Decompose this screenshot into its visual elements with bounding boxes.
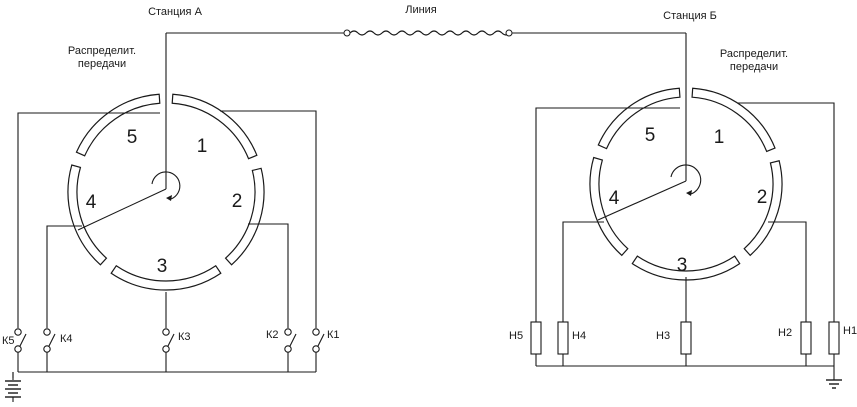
station-a-segment-2: 2 <box>232 191 243 212</box>
receiver-label-h5: Н5 <box>509 330 523 342</box>
line-terminal-right <box>505 29 513 37</box>
station-b-segment-1: 1 <box>714 127 725 148</box>
station-b-contact-1 <box>691 87 776 153</box>
station-b-distributor-label-line2: передачи <box>730 61 778 73</box>
station-a-keys <box>14 328 325 353</box>
station-a-contact-4 <box>67 164 108 266</box>
key-switch-k5 <box>14 328 27 353</box>
line-terminal-left <box>343 29 351 37</box>
station-a-contact-5 <box>75 93 161 157</box>
ground-icon <box>826 366 842 389</box>
key-switch-k3 <box>162 328 175 353</box>
station-b-brush <box>597 33 702 221</box>
station-a-segment-5: 5 <box>127 127 138 148</box>
station-a-distributor-label-line2: передачи <box>78 58 126 70</box>
key-switch-k1 <box>312 328 325 353</box>
receiver-label-h2: Н2 <box>778 327 792 339</box>
receiver-h5 <box>530 321 542 355</box>
station-a-wiring <box>12 110 317 378</box>
receiver-label-h1: Н1 <box>843 325 857 337</box>
station-b-wiring <box>535 102 835 367</box>
receiver-h4 <box>557 321 569 355</box>
station-a-distributor-label-line1: Распределит. <box>68 45 136 57</box>
station-b-title: Станция Б <box>663 10 717 22</box>
station-b-segment-3: 3 <box>677 255 688 276</box>
station-b-contact-5 <box>597 87 681 150</box>
key-label-k1: К1 <box>327 329 340 341</box>
receiver-h3 <box>680 321 692 355</box>
receiver-h2 <box>800 321 812 355</box>
line-label: Линия <box>405 4 437 16</box>
station-b: Станция Б Распределит. передачи 1 2 3 4 … <box>509 10 857 389</box>
station-b-contact-4 <box>589 156 629 257</box>
station-a-contact-1 <box>171 93 258 160</box>
station-b-segment-5: 5 <box>645 125 656 146</box>
battery-icon <box>5 372 21 402</box>
station-b-segment-4: 4 <box>609 188 620 209</box>
rotation-arrow-icon <box>686 190 692 196</box>
station-a-segment-1: 1 <box>197 136 208 157</box>
key-switch-k4 <box>43 328 56 353</box>
key-switch-k2 <box>284 328 297 353</box>
receiver-h1 <box>828 321 840 355</box>
station-b-contact-2 <box>743 160 783 257</box>
station-a: Станция А Распределит. передачи 1 2 3 4 … <box>2 6 340 402</box>
station-b-distributor-label-line1: Распределит. <box>720 48 788 60</box>
receiver-label-h3: Н3 <box>656 330 670 342</box>
station-b-distributor <box>589 87 783 281</box>
station-a-title: Станция А <box>148 6 203 18</box>
transmission-line: Линия <box>166 4 686 37</box>
station-b-contact-3 <box>631 255 741 281</box>
station-a-brush <box>77 33 181 231</box>
rotation-arrow-icon <box>166 195 172 201</box>
station-b-segment-2: 2 <box>757 187 768 208</box>
station-a-segment-4: 4 <box>86 192 97 213</box>
station-a-contact-3 <box>110 264 222 291</box>
key-label-k4: К4 <box>60 333 73 345</box>
station-a-distributor <box>67 93 265 291</box>
line-coil <box>349 30 511 36</box>
station-a-segment-3: 3 <box>157 256 168 277</box>
key-label-k5: К5 <box>2 335 15 347</box>
station-b-receivers <box>530 321 840 355</box>
receiver-label-h4: Н4 <box>572 330 586 342</box>
key-label-k3: К3 <box>178 331 191 343</box>
key-label-k2: К2 <box>266 329 279 341</box>
station-a-contact-2 <box>224 167 265 266</box>
